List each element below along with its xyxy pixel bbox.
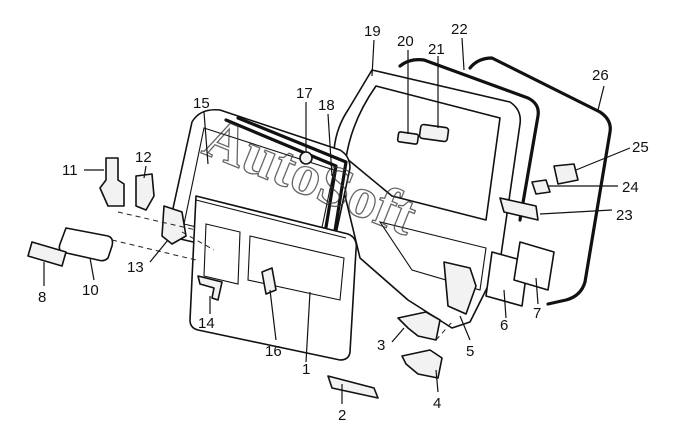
part-5-striker xyxy=(443,261,477,315)
callout-21: 21 xyxy=(428,41,445,58)
part-16-lock-cylinder xyxy=(261,267,277,295)
part-26-door-seal xyxy=(468,56,612,306)
callout-8: 8 xyxy=(38,289,46,306)
part-12-hinge xyxy=(135,173,155,211)
callout-26: 26 xyxy=(592,67,609,84)
callout-14: 14 xyxy=(198,315,215,332)
callout-13: 13 xyxy=(127,259,144,276)
callout-2: 2 xyxy=(338,407,346,424)
part-3-latch-bracket xyxy=(397,311,441,341)
part-20-glass-clip xyxy=(396,131,420,145)
part-2-lower-bracket xyxy=(327,375,379,399)
callout-11: 11 xyxy=(62,162,78,179)
callout-6: 6 xyxy=(500,317,508,334)
callout-17: 17 xyxy=(296,85,313,102)
callout-1: 1 xyxy=(302,361,310,378)
callout-24: 24 xyxy=(622,179,639,196)
part-14-door-handle xyxy=(197,275,223,301)
callout-10: 10 xyxy=(82,282,99,299)
part-10-lamp-housing xyxy=(58,227,114,262)
part-22-glass-seal xyxy=(398,58,540,222)
callout-20: 20 xyxy=(397,33,414,50)
callout-22: 22 xyxy=(451,21,468,38)
callout-16: 16 xyxy=(265,343,282,360)
callout-12: 12 xyxy=(135,149,152,166)
callout-19: 19 xyxy=(364,23,381,40)
callout-23: 23 xyxy=(616,207,633,224)
callout-18: 18 xyxy=(318,97,335,114)
part-21-glass-handle xyxy=(418,123,450,143)
callout-5: 5 xyxy=(466,343,474,360)
callout-15: 15 xyxy=(193,95,210,112)
leader-lines xyxy=(43,37,631,404)
callout-3: 3 xyxy=(377,337,385,354)
callout-7: 7 xyxy=(533,305,541,322)
part-25-bumper-stop xyxy=(553,163,579,185)
part-23-bracket xyxy=(499,197,539,221)
part-19-rear-door-window xyxy=(345,85,501,221)
part-8-lamp-lens xyxy=(27,241,67,267)
part-11-gas-strut xyxy=(99,157,125,207)
callout-4: 4 xyxy=(433,395,441,412)
part-24-clip xyxy=(531,179,551,195)
callout-25: 25 xyxy=(632,139,649,156)
part-7-hinge-plate xyxy=(513,241,555,291)
part-4-latch xyxy=(401,349,443,379)
